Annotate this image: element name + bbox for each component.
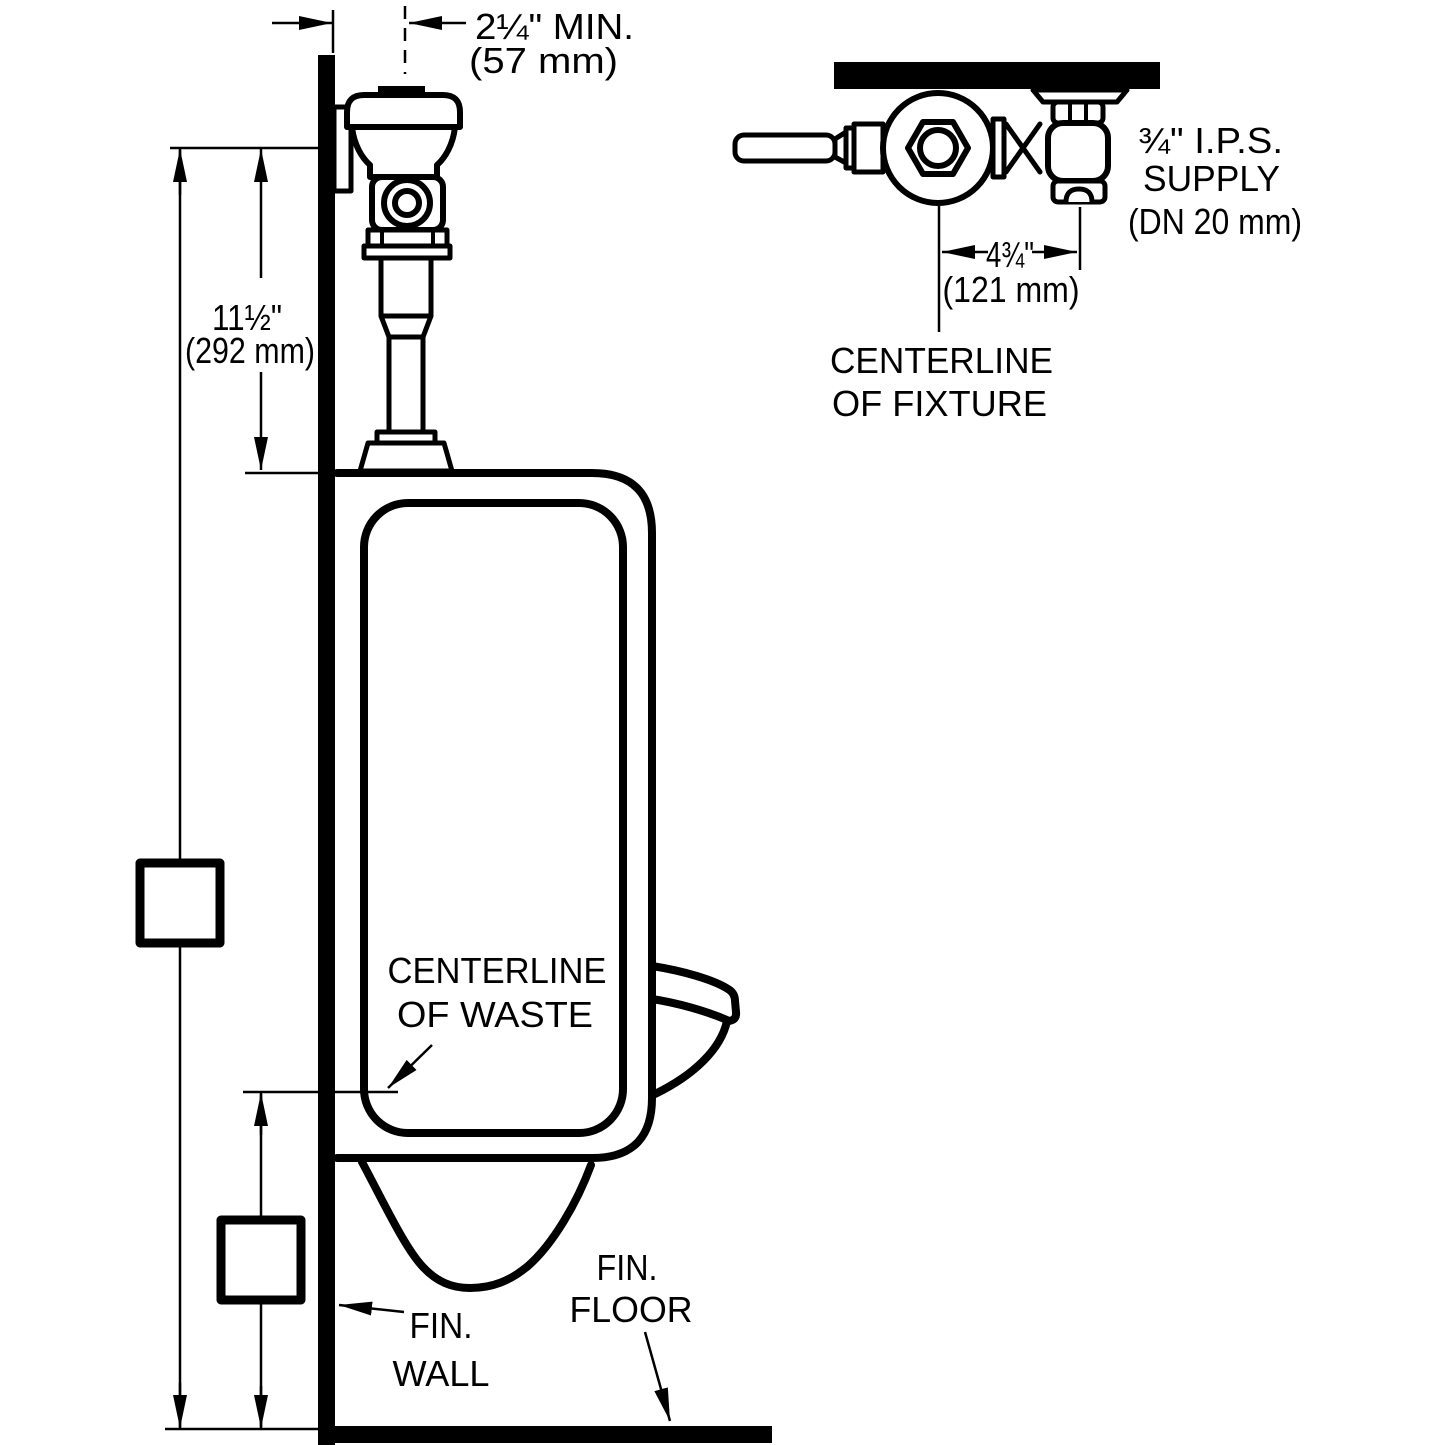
valve-hex-bore — [917, 127, 959, 169]
urinal-lip-inner-edge — [648, 995, 731, 1024]
height-dim-value-box — [135, 858, 225, 948]
fin-wall-leader-arrow — [338, 1301, 405, 1316]
supply-label-line3: (DN 20 mm) — [1128, 201, 1302, 242]
offset-dim-metric: (57 mm) — [469, 40, 618, 81]
fin-floor-callout: FIN. FLOOR — [570, 1247, 693, 1422]
control-stop-body — [1045, 120, 1111, 184]
valve-dome-cap — [344, 92, 463, 130]
urinal-outer-outline — [333, 469, 656, 1162]
fixture-centerline-callout: CENTERLINE OF FIXTURE — [830, 340, 1053, 424]
waste-callout: CENTERLINE OF WASTE — [387, 950, 607, 1089]
valve-handle — [732, 132, 838, 164]
valve-height-dimension: 11½" (292 mm) — [185, 149, 315, 470]
waste-leader-arrow — [387, 1044, 433, 1089]
flush-valve-side — [331, 86, 463, 474]
supply-nut — [1050, 99, 1106, 126]
supply-callout: ¾" I.P.S. SUPPLY (DN 20 mm) — [1128, 120, 1302, 242]
supply-label-line2: SUPPLY — [1143, 158, 1280, 199]
urinal-trap-shroud — [358, 1158, 595, 1292]
handle-socket — [851, 121, 886, 175]
urinal-lip-top-edge — [648, 962, 741, 1025]
plan-view: 4¾" (121 mm) CENTERLINE OF FIXTURE ¾" I.… — [732, 62, 1302, 424]
mounting-height-dimension — [135, 149, 225, 1428]
fin-floor-leader-arrow — [643, 1331, 672, 1422]
flush-valve-plan — [732, 87, 1130, 206]
fin-floor-line2: FLOOR — [570, 1289, 693, 1330]
wall-offset-dimension: 2¼" MIN. (57 mm) — [272, 6, 634, 81]
offset-dim-value: 2¼" MIN. — [475, 6, 634, 47]
stop-coupling-left-facet — [1003, 121, 1026, 175]
side-view: 2¼" MIN. (57 mm) 11½" (292 mm) — [135, 6, 772, 1445]
finished-floor — [318, 1426, 772, 1443]
fin-wall-line2: WALL — [393, 1353, 490, 1394]
flush-tube-taper — [378, 313, 434, 340]
supply-label-line1: ¾" I.P.S. — [1138, 120, 1283, 161]
finished-wall — [318, 55, 335, 1445]
valve-dim-metric: (292 mm) — [185, 330, 315, 371]
outlet-coupling — [990, 116, 1007, 180]
fixture-label-line2: OF FIXTURE — [832, 383, 1047, 424]
spread-dim-metric: (121 mm) — [943, 269, 1080, 310]
vacuum-breaker-inner-ring — [392, 188, 422, 218]
fin-wall-line1: FIN. — [410, 1305, 473, 1346]
valve-dim-value: 11½" — [212, 297, 282, 338]
waste-label-line1: CENTERLINE — [388, 950, 607, 991]
stop-coupling-right-facet — [1020, 121, 1043, 175]
plan-wall — [834, 62, 1160, 89]
spud-coupling — [357, 440, 455, 474]
waste-dim-value-box — [216, 1215, 306, 1305]
control-stop-cap-notch — [1063, 186, 1095, 205]
flush-tube-upper — [378, 255, 434, 319]
flush-tube-lower — [386, 334, 426, 435]
urinal-inner-rim — [360, 499, 627, 1137]
urinal-fixture — [333, 469, 741, 1292]
supply-escutcheon — [1030, 87, 1130, 105]
urinal-lip-lower-edge — [651, 1017, 731, 1098]
waste-height-dimension — [216, 1093, 306, 1428]
fin-wall-callout: FIN. WALL — [338, 1301, 490, 1394]
valve-body — [349, 124, 458, 180]
fixture-label-line1: CENTERLINE — [830, 340, 1053, 381]
valve-cap-button — [378, 86, 425, 95]
waste-label-line2: OF WASTE — [397, 994, 593, 1035]
spread-dim-value: 4¾" — [986, 234, 1034, 275]
fixture-centerline-dimension: 4¾" (121 mm) — [937, 206, 1082, 332]
fin-floor-line1: FIN. — [597, 1247, 658, 1288]
